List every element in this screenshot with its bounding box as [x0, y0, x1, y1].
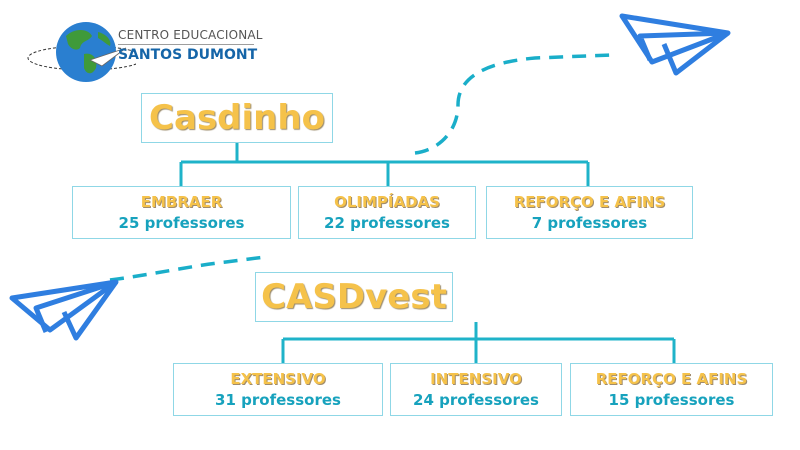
category-count: 24 professores [413, 390, 539, 409]
connector-lines-casdvest [281, 322, 676, 363]
paper-plane-icon [619, 13, 731, 76]
category-name: INTENSIVO [430, 369, 522, 388]
category-box-extensivo: EXTENSIVO 31 professores [173, 363, 383, 416]
logo-line2: SANTOS DUMONT [118, 47, 258, 63]
category-box-reforco-casdvest: REFORÇO E AFINS 15 professores [570, 363, 773, 416]
category-count: 15 professores [608, 390, 735, 409]
category-box-intensivo: INTENSIVO 24 professores [390, 363, 562, 416]
category-box-reforco-casdinho: REFORÇO E AFINS 7 professores [486, 186, 693, 239]
logo-divider [118, 44, 254, 45]
connector-lines-casdinho [179, 143, 590, 186]
flight-trail-upper [414, 53, 613, 155]
logo: CENTRO EDUCACIONAL SANTOS DUMONT [26, 18, 276, 88]
casdvest-title-box: CASDvest [255, 272, 453, 322]
group-title: Casdinho [149, 98, 325, 138]
category-name: OLIMPÍADAS [334, 192, 440, 211]
logo-line1: CENTRO EDUCACIONAL [118, 28, 263, 42]
category-name: REFORÇO E AFINS [595, 369, 748, 388]
category-name: EXTENSIVO [230, 369, 326, 388]
category-name: EMBRAER [140, 192, 223, 211]
category-count: 7 professores [531, 213, 648, 232]
casdinho-title-box: Casdinho [141, 93, 333, 143]
category-name: REFORÇO E AFINS [513, 192, 666, 211]
flight-trail-lower [109, 255, 266, 282]
category-count: 31 professores [215, 390, 341, 409]
globe-icon [27, 22, 136, 82]
category-count: 25 professores [118, 213, 245, 232]
category-box-embraer: EMBRAER 25 professores [72, 186, 291, 239]
group-title: CASDvest [261, 277, 447, 317]
category-count: 22 professores [324, 213, 450, 232]
category-box-olimpiadas: OLIMPÍADAS 22 professores [298, 186, 476, 239]
paper-plane-icon [9, 279, 119, 341]
